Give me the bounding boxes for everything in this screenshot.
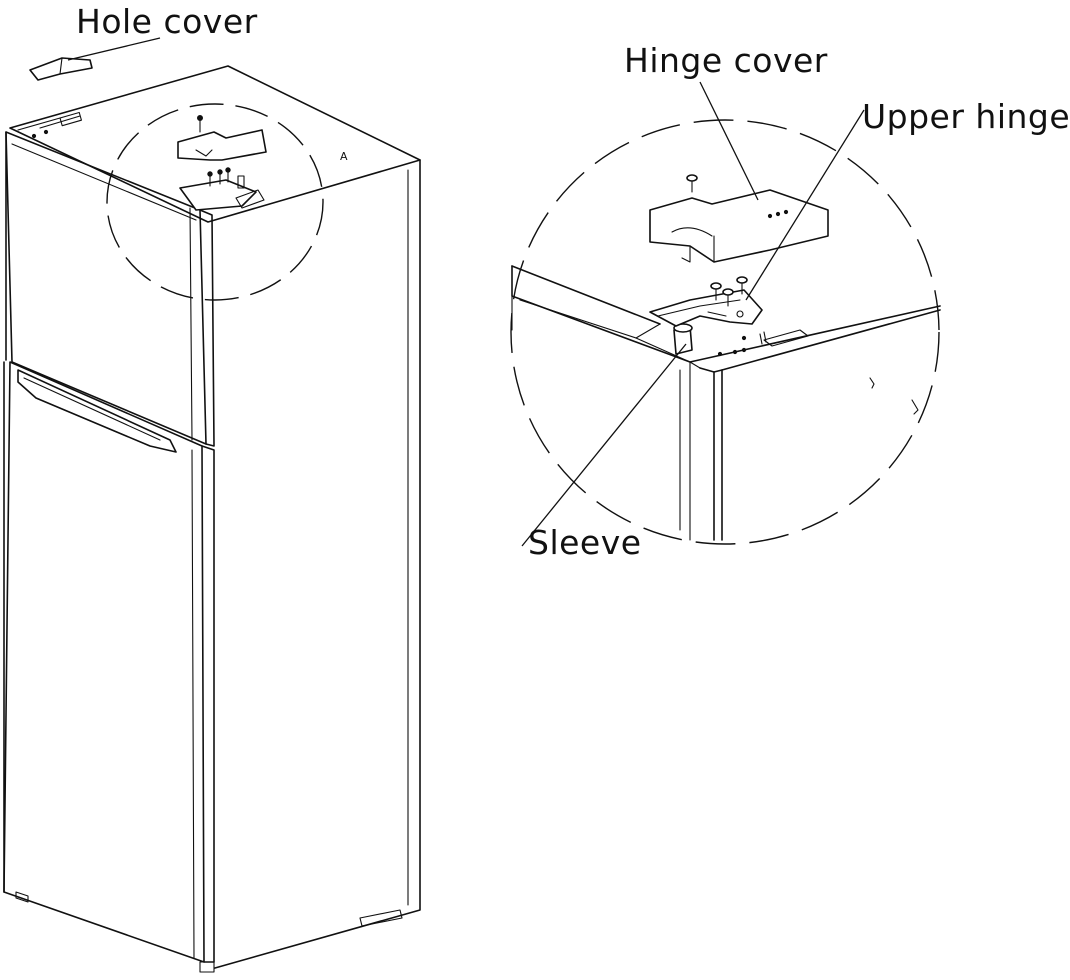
hole-cover-callout: Hole cover xyxy=(67,2,258,61)
hole-cover-part xyxy=(29,57,93,81)
freezer-door xyxy=(5,131,215,447)
sleeve-label: Sleeve xyxy=(528,523,642,562)
hinge-cover-label: Hinge cover xyxy=(624,41,828,80)
refrigerator: A xyxy=(3,57,421,973)
small-hinge-cover xyxy=(177,115,267,161)
hinge-cover-part xyxy=(649,174,829,263)
top-marker: A xyxy=(340,150,348,163)
detail-circle-small xyxy=(106,103,324,301)
detail-circle-large xyxy=(510,119,940,545)
cabinet-right-side xyxy=(214,159,421,969)
hole-cover-label: Hole cover xyxy=(76,2,258,41)
detail-view xyxy=(510,81,941,547)
sleeve-part xyxy=(673,323,693,355)
fridge-door xyxy=(3,361,215,963)
upper-hinge-part xyxy=(649,276,763,327)
upper-hinge-label: Upper hinge xyxy=(862,97,1070,136)
small-upper-hinge xyxy=(179,167,265,211)
